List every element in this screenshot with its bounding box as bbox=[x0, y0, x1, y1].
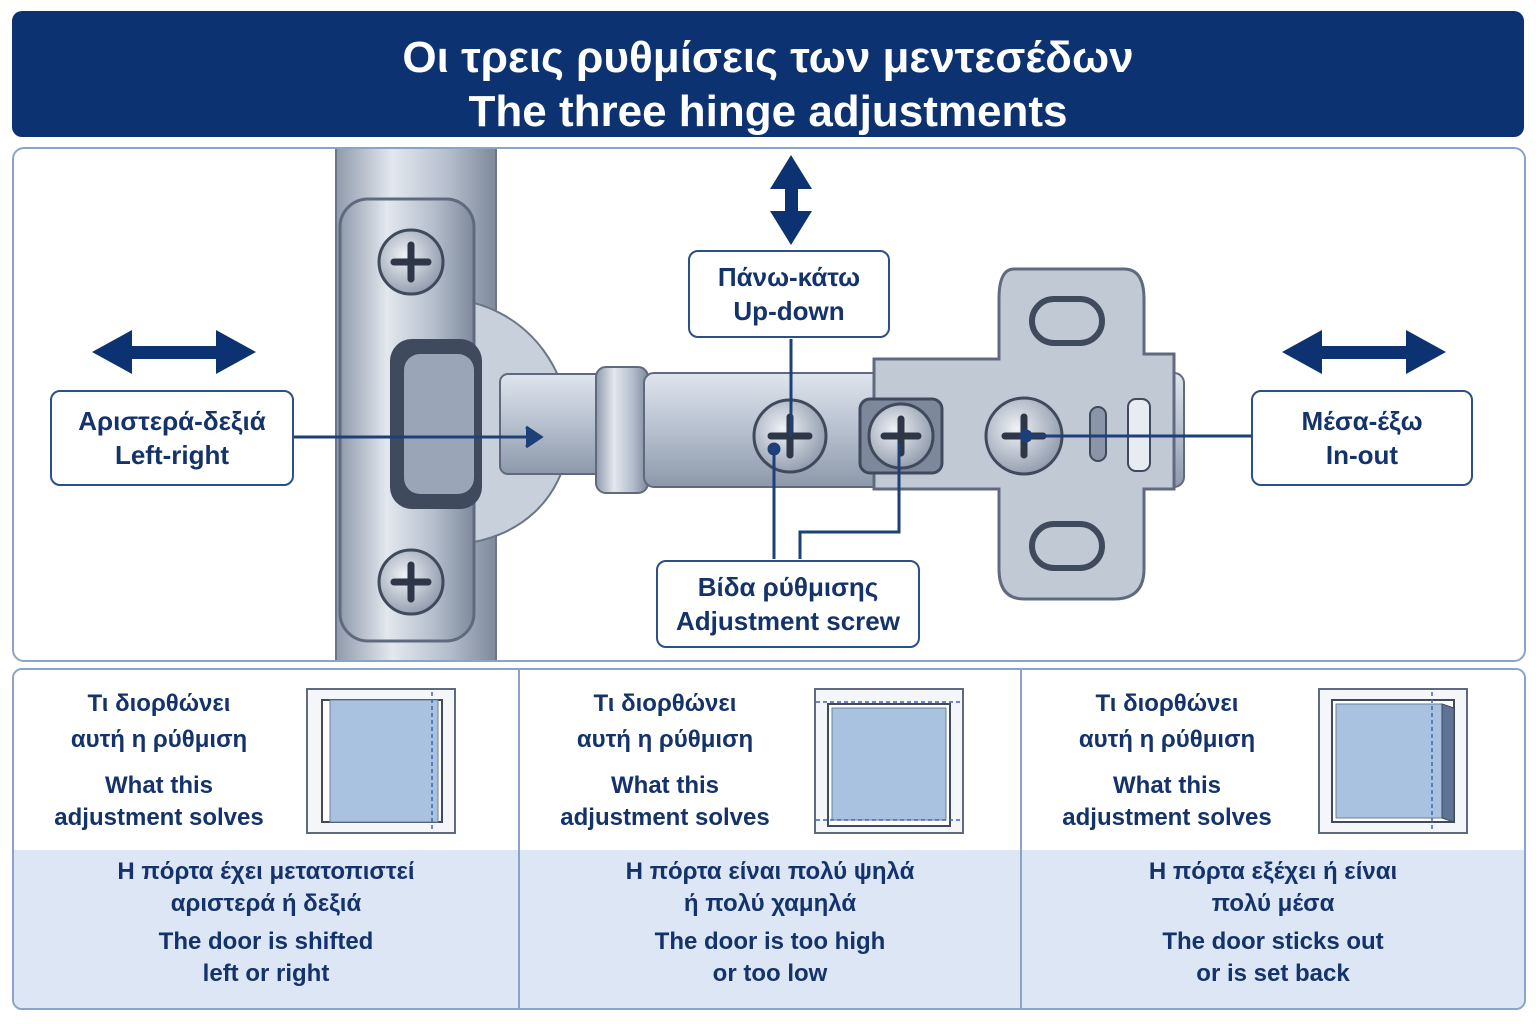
leader-lines bbox=[294, 339, 1252, 559]
question-greek-line2: αυτή η ρύθμιση bbox=[70, 726, 248, 753]
question-english-line1: What this bbox=[105, 772, 213, 799]
explanation-column-in-out: Τι διορθώνει αυτή η ρύθμιση What this ad… bbox=[1022, 670, 1524, 1008]
answer-english-line2: left or right bbox=[202, 960, 330, 987]
question-english-line2: adjustment solves bbox=[560, 804, 770, 831]
screw-icon bbox=[858, 397, 944, 475]
question-greek-line1: Τι διορθώνει bbox=[87, 690, 231, 717]
explanation-panel: Τι διορθώνει αυτή η ρύθμιση What this ad… bbox=[12, 668, 1526, 1010]
arrow-left-right-icon bbox=[92, 330, 256, 374]
answer-greek-line2: πολύ μέσα bbox=[1211, 890, 1335, 917]
question-english-line2: adjustment solves bbox=[54, 804, 264, 831]
answer-english-line2: or is set back bbox=[1196, 960, 1350, 987]
question-greek-line2: αυτή η ρύθμιση bbox=[576, 726, 754, 753]
answer-english-line1: The door is shifted bbox=[158, 928, 374, 955]
callout-left-right-greek: Αριστερά-δεξιά bbox=[78, 406, 266, 436]
explanation-column-up-down: Τι διορθώνει αυτή η ρύθμιση What this ad… bbox=[520, 670, 1020, 1008]
title-english: The three hinge adjustments bbox=[468, 87, 1068, 136]
question-greek-line1: Τι διορθώνει bbox=[593, 690, 737, 717]
door-shifted-thumbnail bbox=[306, 688, 456, 834]
question-english-line1: What this bbox=[611, 772, 719, 799]
door-depth-thumbnail bbox=[1318, 688, 1468, 834]
question-english-line1: What this bbox=[1113, 772, 1221, 799]
answer-greek-line1: Η πόρτα εξέχει ή είναι bbox=[1148, 858, 1398, 885]
callout-left-right: Αριστερά-δεξιά Left-right bbox=[50, 390, 294, 486]
callout-up-down-english: Up-down bbox=[733, 296, 845, 326]
hinge-illustration bbox=[92, 149, 1446, 660]
answer-english-line1: The door is too high bbox=[654, 928, 886, 955]
question-greek-line2: αυτή η ρύθμιση bbox=[1078, 726, 1256, 753]
explanation-column-left-right: Τι διορθώνει αυτή η ρύθμιση What this ad… bbox=[14, 670, 518, 1008]
arrow-in-out-icon bbox=[1282, 330, 1446, 374]
callout-in-out: Μέσα-έξω In-out bbox=[1251, 390, 1473, 486]
column-divider bbox=[518, 670, 520, 1008]
title-greek: Οι τρεις ρυθμίσεις των μεντεσέδων bbox=[402, 33, 1134, 82]
callout-adjustment-screw: Βίδα ρύθμισης Adjustment screw bbox=[656, 560, 920, 648]
screw-icon bbox=[377, 548, 445, 616]
answer-greek-line2: ή πολύ χαμηλά bbox=[683, 890, 857, 917]
callout-screw-english: Adjustment screw bbox=[676, 606, 900, 636]
question-english-line2: adjustment solves bbox=[1062, 804, 1272, 831]
arrow-up-down-icon bbox=[770, 155, 812, 245]
hinge-diagram-panel: Αριστερά-δεξιά Left-right Πάνω-κάτω Up-d… bbox=[12, 147, 1526, 662]
answer-greek-line2: αριστερά ή δεξιά bbox=[170, 890, 362, 917]
header-banner: Οι τρεις ρυθμίσεις των μεντεσέδων The th… bbox=[12, 11, 1524, 137]
callout-left-right-english: Left-right bbox=[114, 440, 230, 470]
column-divider bbox=[1020, 670, 1022, 1008]
answer-english-line1: The door sticks out bbox=[1162, 928, 1384, 955]
callout-up-down: Πάνω-κάτω Up-down bbox=[688, 250, 890, 338]
callout-in-out-english: In-out bbox=[1325, 440, 1399, 470]
answer-greek-line1: Η πόρτα είναι πολύ ψηλά bbox=[625, 858, 915, 885]
callout-up-down-greek: Πάνω-κάτω bbox=[717, 262, 861, 292]
answer-english-line2: or too low bbox=[712, 960, 828, 987]
screw-icon bbox=[377, 228, 445, 296]
question-greek-line1: Τι διορθώνει bbox=[1095, 690, 1239, 717]
callout-in-out-greek: Μέσα-έξω bbox=[1301, 406, 1423, 436]
callout-screw-greek: Βίδα ρύθμισης bbox=[697, 572, 879, 602]
answer-greek-line1: Η πόρτα έχει μετατοπιστεί bbox=[117, 858, 415, 885]
door-height-thumbnail bbox=[814, 688, 964, 834]
